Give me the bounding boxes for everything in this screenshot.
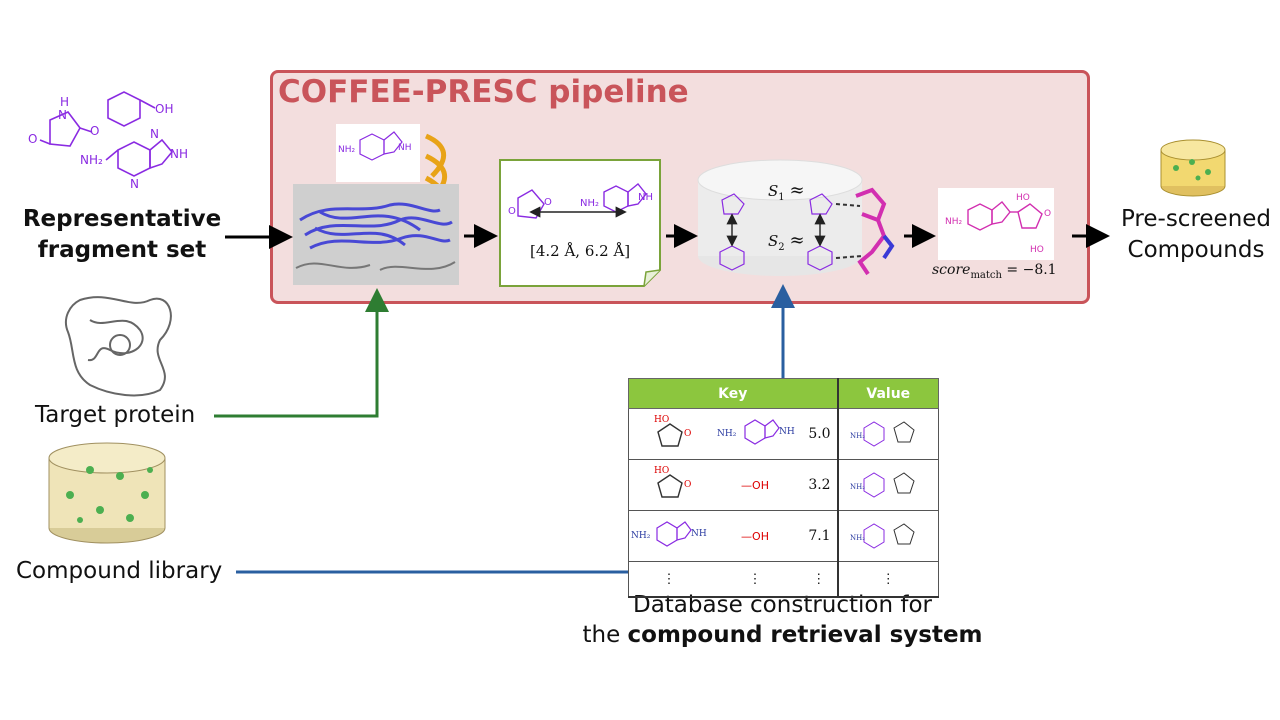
distance-value: 7.1 bbox=[801, 510, 838, 562]
svg-text:NH₂: NH₂ bbox=[338, 145, 356, 155]
svg-text:N: N bbox=[150, 127, 159, 141]
svg-text:NH₂: NH₂ bbox=[850, 483, 865, 491]
similarity-s2: S2 ≈ bbox=[768, 230, 805, 253]
hydroxyl-cell: —OH bbox=[709, 510, 801, 562]
svg-text:O: O bbox=[684, 480, 691, 490]
svg-text:O: O bbox=[508, 206, 516, 217]
table-row-ellipsis: ⋮ ⋮ ⋮ ⋮ bbox=[628, 561, 939, 598]
database-table: Key Value HO O NH₂ NH 5.0 NH₂ HO O —OH 3.2 … bbox=[627, 378, 939, 598]
distance-card bbox=[499, 159, 661, 287]
adenine-cell: NH₂ NH bbox=[709, 408, 801, 460]
cyclopentanone-cell: HO O bbox=[628, 408, 709, 460]
svg-text:O: O bbox=[28, 132, 37, 146]
svg-text:O: O bbox=[544, 197, 552, 208]
value-molecule-cell: NH₂ bbox=[836, 408, 939, 460]
svg-text:H: H bbox=[60, 95, 69, 109]
svg-text:HO: HO bbox=[654, 466, 669, 476]
table-row: HO O —OH 3.2 NH₂ bbox=[628, 459, 939, 511]
table-row: HO O NH₂ NH 5.0 NH₂ bbox=[628, 408, 939, 460]
similarity-s1: S1 ≈ bbox=[768, 180, 805, 203]
match-score: scorematch = −8.1 bbox=[932, 262, 1057, 281]
compound-library-image bbox=[66, 466, 153, 523]
pipeline-title: COFFEE-PRESC pipeline bbox=[278, 74, 689, 110]
key-header: Key bbox=[627, 378, 839, 409]
svg-text:NH: NH bbox=[398, 143, 412, 153]
svg-text:OH: OH bbox=[155, 102, 173, 116]
svg-text:NH₂: NH₂ bbox=[631, 531, 651, 541]
value-header: Value bbox=[836, 378, 939, 409]
compound-library-label: Compound library bbox=[16, 558, 223, 584]
svg-text:NH: NH bbox=[638, 192, 653, 203]
target-protein-label: Target protein bbox=[35, 402, 196, 428]
adenine-fragment-image bbox=[336, 124, 420, 182]
target-protein-image bbox=[64, 296, 172, 397]
table-row: NH₂ NH —OH 7.1 NH₂ bbox=[628, 510, 939, 562]
svg-text:HO: HO bbox=[1016, 193, 1030, 203]
fragment-molecules bbox=[39, 91, 174, 177]
svg-text:O: O bbox=[90, 124, 99, 138]
svg-text:NH₂: NH₂ bbox=[850, 534, 865, 542]
hydroxyl-cell: —OH bbox=[709, 459, 801, 511]
svg-text:N: N bbox=[58, 108, 67, 122]
svg-text:HO: HO bbox=[1030, 245, 1044, 255]
svg-text:NH: NH bbox=[691, 529, 707, 539]
svg-text:NH: NH bbox=[170, 147, 188, 161]
svg-text:NH₂: NH₂ bbox=[850, 432, 865, 440]
flow-arrows bbox=[225, 224, 1110, 249]
svg-text:NH₂: NH₂ bbox=[580, 198, 599, 209]
svg-text:HO: HO bbox=[654, 415, 669, 425]
svg-text:O: O bbox=[684, 429, 691, 439]
target-protein-arrow bbox=[214, 288, 389, 418]
distance-range: [4.2 Å, 6.2 Å] bbox=[530, 242, 631, 260]
svg-text:O: O bbox=[1044, 209, 1051, 219]
distance-value: 3.2 bbox=[801, 459, 838, 511]
result-molecule bbox=[938, 188, 1054, 260]
svg-text:NH₂: NH₂ bbox=[945, 217, 963, 227]
svg-text:N: N bbox=[130, 177, 139, 191]
svg-text:NH₂: NH₂ bbox=[80, 153, 103, 167]
svg-text:NH: NH bbox=[779, 427, 795, 437]
svg-text:NH₂: NH₂ bbox=[717, 429, 737, 439]
distance-value: 5.0 bbox=[801, 408, 838, 460]
database-caption: Database construction for the compound r… bbox=[582, 592, 983, 648]
